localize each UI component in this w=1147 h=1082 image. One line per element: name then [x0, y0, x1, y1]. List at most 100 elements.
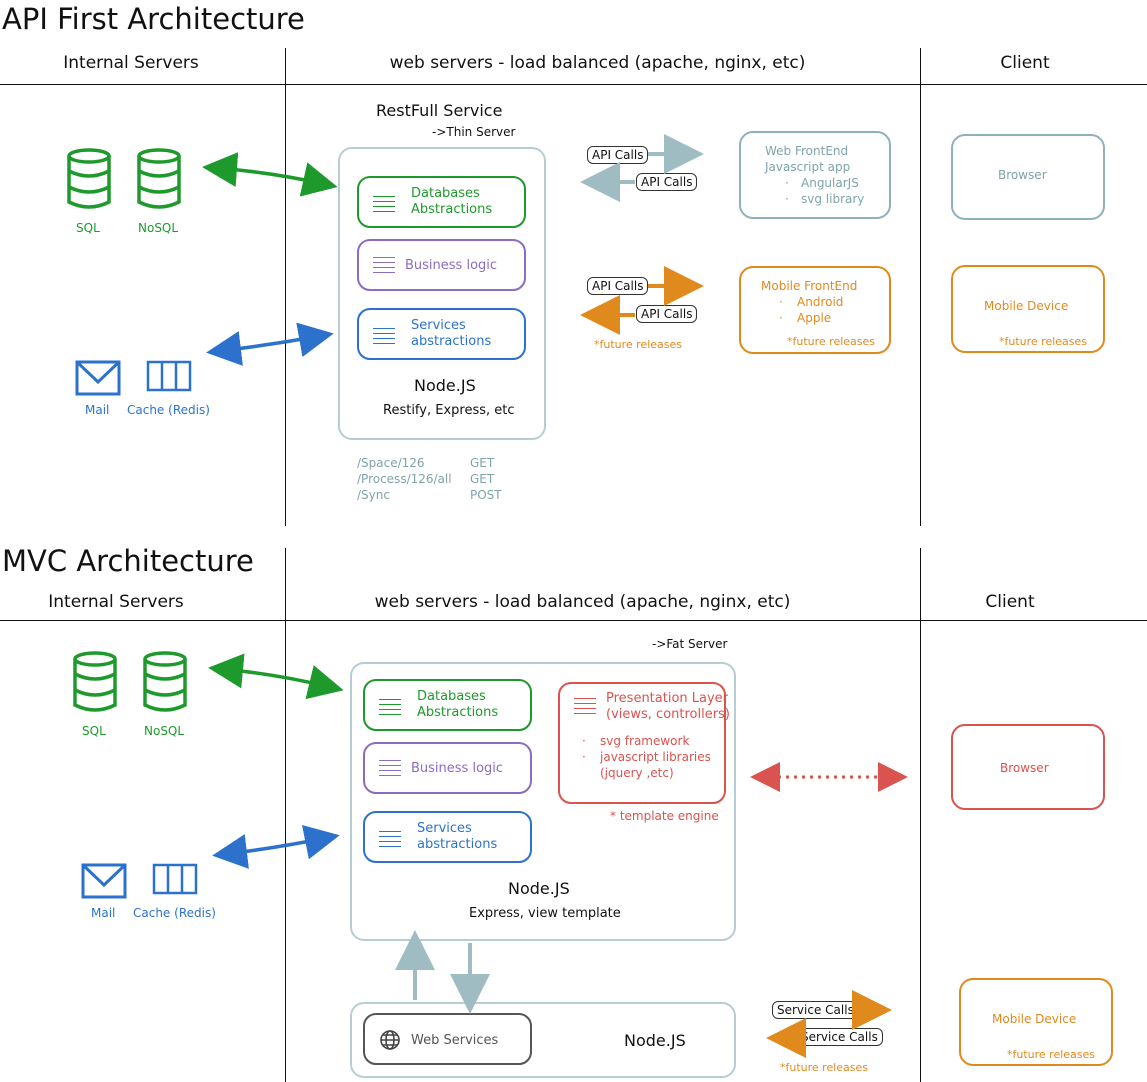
- pres-line1: Presentation Layer: [606, 691, 729, 706]
- api-calls-in-mobile: API Calls: [636, 305, 698, 323]
- mvc-db-line1: Databases: [417, 689, 486, 704]
- sql-database-icon: [67, 148, 111, 209]
- api-services-abstractions-box: Services abstractions: [357, 308, 526, 360]
- mvc-mobile-device-future: *future releases: [1007, 1048, 1096, 1061]
- api-mobile-device-label: Mobile Device: [984, 299, 1069, 313]
- mvc-col-client: Client: [985, 592, 1035, 612]
- mvc-mobile-device-box: Mobile Device *future releases: [959, 978, 1113, 1066]
- template-engine-label: * template engine: [610, 809, 719, 823]
- sql-database-icon: [73, 651, 117, 712]
- web-frontend-box: Web FrontEnd Javascript app · AngularJS …: [739, 131, 891, 219]
- svg-library-label: svg library: [801, 192, 865, 206]
- mvc-db-line2: Abstractions: [417, 705, 499, 720]
- restfull-service-title: RestFull Service: [376, 101, 503, 120]
- api-col-internal: Internal Servers: [63, 53, 199, 73]
- list-icon: [574, 698, 596, 718]
- pres-line2: (views, controllers): [606, 707, 730, 722]
- mvc-future-label: *future releases: [780, 1061, 869, 1074]
- web-services-nodejs-label: Node.JS: [624, 1031, 686, 1050]
- route-method: GET: [470, 472, 495, 486]
- mail-label: Mail: [85, 403, 110, 417]
- mvc-title: MVC Architecture: [2, 544, 254, 578]
- bullet: ·: [779, 311, 783, 325]
- mvc-col-internal: Internal Servers: [48, 592, 184, 612]
- angular-label: AngularJS: [801, 176, 859, 190]
- api-calls-in-web: API Calls: [636, 173, 698, 191]
- bullet: ·: [785, 176, 789, 190]
- route-path: /Sync: [357, 488, 390, 502]
- mvc-header-divider: [0, 620, 1147, 621]
- api-nodejs-label: Node.JS: [414, 376, 476, 395]
- cache-icon: [152, 863, 198, 895]
- nosql-label: NoSQL: [138, 221, 179, 235]
- mvc-svc-line1: Services: [417, 821, 472, 836]
- api-databases-abstractions-box: Databases Abstractions: [357, 176, 526, 228]
- api-col-client: Client: [1000, 53, 1050, 73]
- mvc-express-label: Express, view template: [469, 906, 621, 921]
- api-divider-left: [285, 48, 286, 526]
- apple-label: Apple: [797, 311, 832, 325]
- api-mobile-device-box: Mobile Device *future releases: [951, 265, 1105, 353]
- nosql-database-icon: [137, 148, 181, 209]
- mvc-mobile-device-label: Mobile Device: [992, 1012, 1077, 1026]
- bullet: ·: [785, 192, 789, 206]
- js-libraries-label: javascript libraries: [600, 750, 711, 764]
- route-method: POST: [470, 488, 502, 502]
- mvc-nodejs-label: Node.JS: [508, 879, 570, 898]
- api-future-label: *future releases: [594, 338, 683, 351]
- mvc-business-label: Business logic: [411, 761, 504, 776]
- api-title: API First Architecture: [2, 2, 305, 36]
- mvc-browser-box: Browser: [951, 724, 1105, 810]
- api-business-label: Business logic: [405, 258, 498, 273]
- nosql-label: NoSQL: [144, 724, 185, 738]
- mvc-services-abstractions-box: Services abstractions: [363, 811, 532, 863]
- thin-server-label: ->Thin Server: [432, 125, 516, 139]
- web-front-line1: Web FrontEnd: [765, 144, 849, 158]
- cache-label: Cache (Redis): [127, 403, 210, 417]
- android-label: Android: [797, 295, 844, 309]
- route-method: GET: [470, 456, 495, 470]
- route-path: /Space/126: [357, 456, 425, 470]
- web-services-box: Web Services: [363, 1013, 532, 1065]
- service-calls-out: Service Calls: [772, 1001, 859, 1019]
- api-browser-label: Browser: [998, 168, 1047, 182]
- mvc-col-web: web servers - load balanced (apache, ngi…: [374, 592, 791, 612]
- list-icon: [373, 257, 395, 277]
- list-icon: [379, 760, 401, 780]
- fat-server-label: ->Fat Server: [652, 637, 728, 651]
- api-col-web: web servers - load balanced (apache, ngi…: [389, 53, 806, 73]
- mobile-frontend-box: Mobile FrontEnd · Android · Apple *futur…: [739, 266, 891, 354]
- api-db-line2: Abstractions: [411, 202, 493, 217]
- route-path: /Process/126/all: [357, 472, 452, 486]
- api-restify-label: Restify, Express, etc: [383, 403, 515, 418]
- jquery-label: (jquery ,etc): [600, 766, 674, 780]
- cache-icon: [146, 360, 192, 392]
- svg-framework-label: svg framework: [600, 734, 690, 748]
- fat-server-box: [350, 662, 736, 941]
- api-svc-line1: Services: [411, 318, 466, 333]
- api-header-divider: [0, 84, 1147, 85]
- restfull-server-box: [338, 147, 546, 440]
- api-calls-out-mobile: API Calls: [587, 277, 649, 295]
- web-services-label: Web Services: [411, 1033, 499, 1048]
- cache-label: Cache (Redis): [133, 906, 216, 920]
- list-icon: [373, 328, 395, 348]
- bullet: ·: [582, 734, 586, 748]
- mobile-front-future: *future releases: [787, 335, 876, 348]
- mvc-svc-line2: abstractions: [417, 837, 498, 852]
- mobile-front-line1: Mobile FrontEnd: [761, 279, 858, 293]
- nosql-database-icon: [143, 651, 187, 712]
- mvc-divider-left: [285, 548, 286, 1082]
- service-calls-in: Service Calls: [796, 1028, 883, 1046]
- mail-icon: [81, 863, 127, 899]
- list-icon: [373, 196, 395, 216]
- presentation-layer-box: Presentation Layer (views, controllers) …: [558, 682, 730, 804]
- bullet: ·: [582, 750, 586, 764]
- globe-icon: [380, 1030, 400, 1050]
- api-calls-out-web: API Calls: [587, 146, 649, 164]
- web-front-line2: Javascript app: [765, 160, 851, 174]
- api-mobile-device-future: *future releases: [999, 335, 1088, 348]
- api-db-line1: Databases: [411, 186, 480, 201]
- list-icon: [379, 699, 401, 719]
